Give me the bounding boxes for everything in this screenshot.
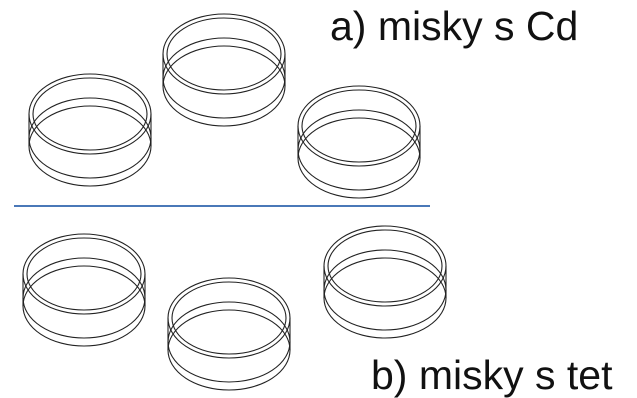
petri-dish-a2	[162, 13, 286, 127]
group-a-label: a) misky s Cd	[330, 3, 579, 49]
petri-dish-b1	[22, 233, 146, 347]
petri-dish-a1	[28, 73, 152, 187]
group-b-label: b) misky s tet	[371, 352, 613, 398]
petri-dish-b3	[323, 225, 447, 339]
petri-dish-b2	[167, 277, 291, 391]
petri-dish-a3	[297, 85, 421, 199]
